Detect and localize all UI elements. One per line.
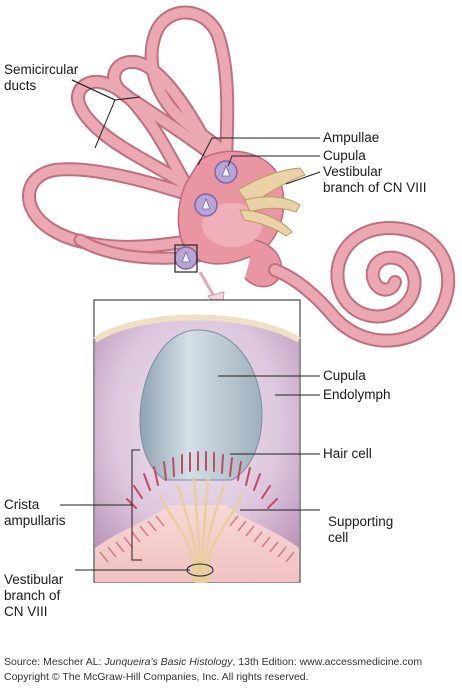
ampullae [174, 160, 238, 273]
leader-lines-top [71, 79, 321, 185]
label-line: branch of [4, 588, 61, 603]
supporting-cells [99, 515, 295, 563]
label-cupula-top: Cupula [323, 148, 366, 163]
label-crista-ampullaris: Crista ampullaris [4, 497, 66, 529]
label-ampullae: Ampullae [323, 130, 380, 145]
label-vestibular-branch-top: Vestibular branch of CN VIII [323, 164, 427, 196]
zoom-box [174, 244, 198, 273]
label-line: Semicircular [4, 62, 79, 77]
label-supporting-cell: Supporting cell [328, 514, 393, 546]
label-semicircular-ducts: Semicircular ducts [4, 62, 78, 94]
copyright-line: Copyright © The McGraw-Hill Companies, I… [4, 671, 309, 683]
label-line: ampullaris [4, 513, 66, 528]
crista-detail-panel [93, 299, 301, 584]
label-line: Vestibular [323, 164, 383, 179]
semicircular-ducts [22, 5, 239, 265]
leader-lines-detail [60, 375, 320, 571]
hair-cells [126, 451, 278, 509]
label-line: Crista [4, 497, 40, 512]
label-vestibular-branch-bottom: Vestibular branch of CN VIII [4, 572, 63, 620]
vestibular-nerve-top [237, 167, 306, 237]
source-suffix: , 13th Edition: www.accessmedicine.com [232, 656, 423, 668]
label-line: cell [328, 530, 349, 545]
label-line: Supporting [328, 514, 394, 529]
source-prefix: Source: Mescher AL: [4, 656, 105, 668]
source-line: Source: Mescher AL: Junqueira's Basic Hi… [4, 656, 422, 669]
label-line: branch of CN VIII [323, 180, 427, 195]
label-hair-cell: Hair cell [323, 446, 372, 461]
cochlea [268, 220, 456, 348]
label-line: ducts [4, 78, 37, 93]
label-line: CN VIII [4, 604, 48, 619]
source-title: Junqueira's Basic Histology [104, 656, 233, 668]
label-cupula-detail: Cupula [323, 368, 366, 383]
label-line: Vestibular [4, 572, 64, 587]
label-endolymph: Endolymph [323, 387, 391, 402]
